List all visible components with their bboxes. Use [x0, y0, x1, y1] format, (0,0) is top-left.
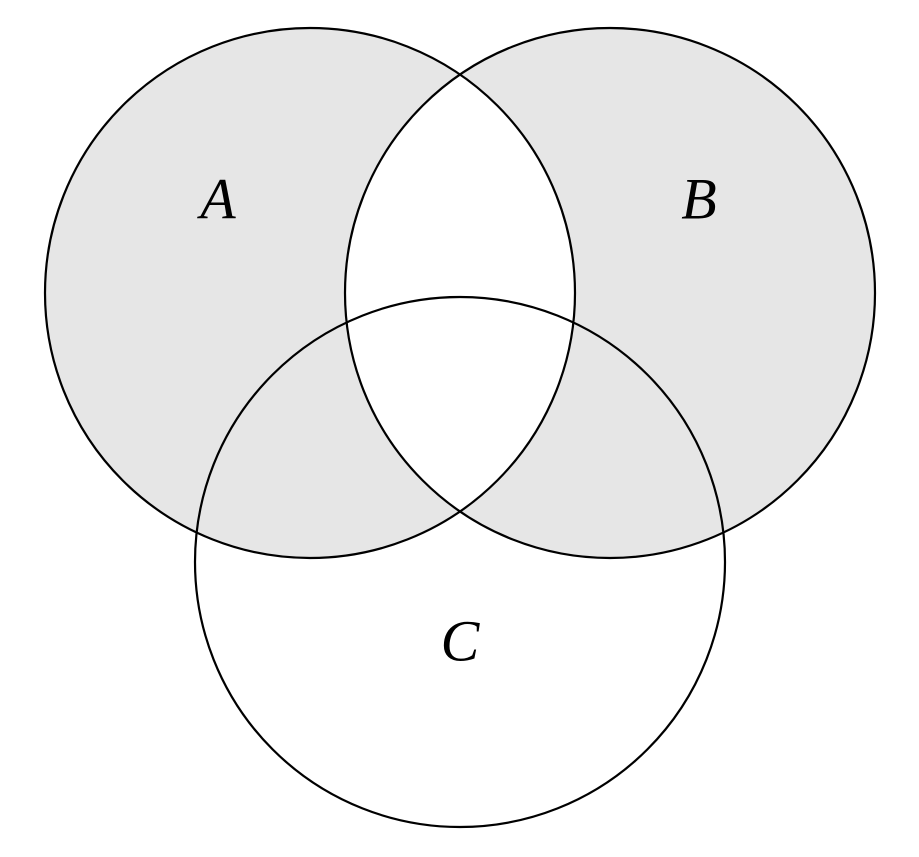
set-label-a: A — [196, 166, 236, 231]
set-label-b: B — [681, 166, 716, 231]
circle-c-outline[interactable] — [193, 295, 727, 829]
set-label-c: C — [441, 608, 481, 673]
circle-b-outline[interactable] — [343, 26, 877, 560]
circle-a-outline[interactable] — [43, 26, 577, 560]
